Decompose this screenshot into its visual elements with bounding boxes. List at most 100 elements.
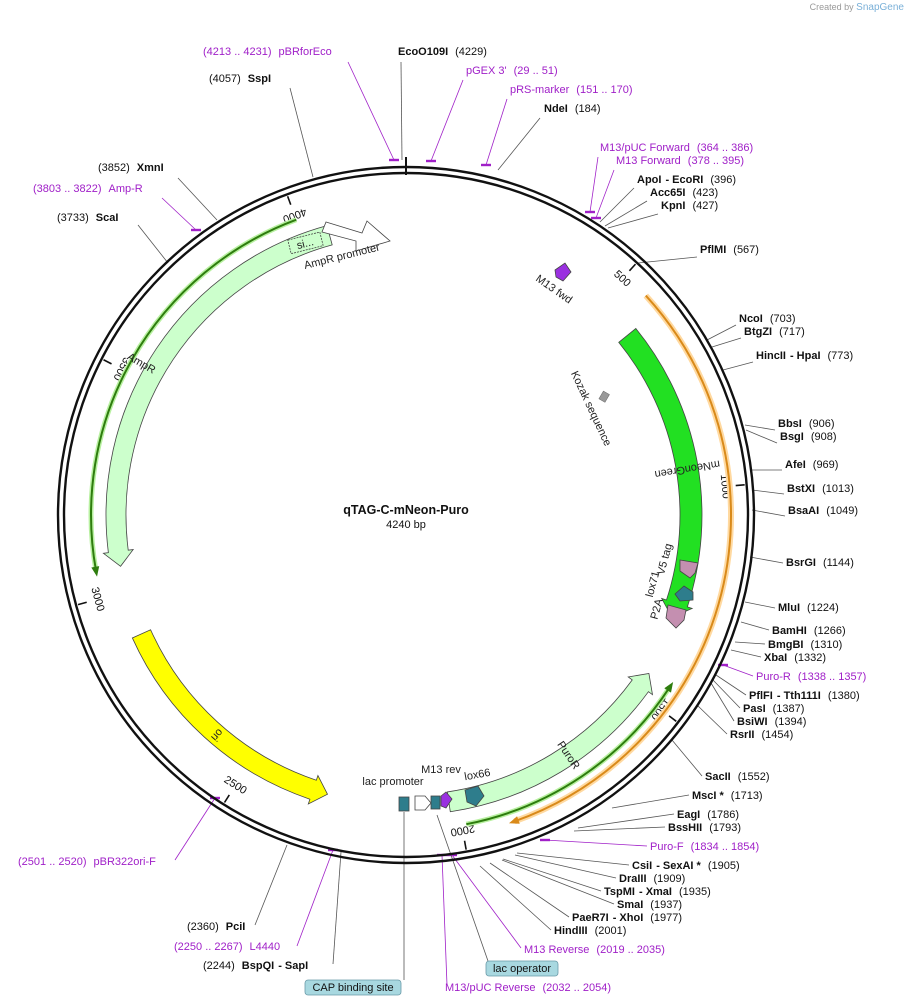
site-label-part: (3803 .. 3822) xyxy=(33,183,102,195)
site-label-part: (4057) xyxy=(209,73,241,85)
snapgene-credit: Created by SnapGene xyxy=(810,2,904,13)
tick-mark xyxy=(668,715,677,722)
site-label-part: BssHII xyxy=(668,822,702,834)
site-label-part: (3733) xyxy=(57,212,89,224)
site-label-L4440: (2250 .. 2267)L4440 xyxy=(174,941,280,953)
site-label-part: (2360) xyxy=(187,921,219,933)
site-label-Puro-F: Puro-F(1834 .. 1854) xyxy=(650,841,759,853)
site-label-NcoI: NcoI(703) xyxy=(739,313,796,325)
site-label-BsrGI: BsrGI(1144) xyxy=(786,557,854,569)
tick-mark xyxy=(628,263,637,272)
site-label-part: - HpaI xyxy=(790,350,821,362)
leader-SspI xyxy=(289,87,314,178)
site-label-part: Puro-F xyxy=(650,841,684,853)
site-label-part: pBRforEco xyxy=(279,46,332,58)
site-label-part: (1937) xyxy=(650,899,682,911)
site-label-part: BamHI xyxy=(772,625,807,637)
site-label-part: NcoI xyxy=(739,313,763,325)
site-label-part: RsrII xyxy=(730,729,754,741)
leader-BsrGI xyxy=(749,556,784,564)
site-label-part: (184) xyxy=(575,103,601,115)
leader-TspMI xyxy=(502,858,602,892)
tick-mark xyxy=(286,195,292,205)
site-label-BamHI: BamHI(1266) xyxy=(772,625,846,637)
tick-label: 2500 xyxy=(222,774,249,797)
site-label-part: (2244) xyxy=(203,960,235,972)
AmpR-promoter-shape xyxy=(321,220,391,252)
site-label-part: (2501 .. 2520) xyxy=(18,856,87,868)
leader-PflMI xyxy=(637,256,698,264)
site-label-part: (1013) xyxy=(822,483,854,495)
V5-tag-shape xyxy=(679,559,699,579)
puro-orf-arrowhead xyxy=(664,682,674,693)
site-label-part: XmnI xyxy=(137,162,164,174)
leader-SmaI xyxy=(501,859,615,905)
site-label-part: (1552) xyxy=(738,771,770,783)
site-label-part: (969) xyxy=(813,459,839,471)
site-label-XmnI: (3852) XmnI xyxy=(98,162,164,174)
site-label-part: (4229) xyxy=(455,46,487,58)
leader-lac-operator xyxy=(436,814,489,962)
site-label-part: (1338 .. 1357) xyxy=(798,671,867,683)
site-label-MscI: MscI *(1713) xyxy=(692,790,763,802)
site-label-part: BmgBI xyxy=(768,639,803,651)
site-label-PflMI: PflMI(567) xyxy=(700,244,759,256)
site-label-part: BstXI xyxy=(787,483,815,495)
leader-BmgBI xyxy=(734,641,766,645)
site-label-part: (906) xyxy=(809,418,835,430)
site-label-Acc65I: Acc65I(423) xyxy=(650,187,718,199)
site-label-part: ApoI xyxy=(637,174,661,186)
site-label-BsiWI: BsiWI(1394) xyxy=(737,716,806,728)
site-label-part: NdeI xyxy=(544,103,568,115)
leader-L4440 xyxy=(296,849,334,947)
site-label-part: (2019 .. 2035) xyxy=(596,944,665,956)
leader-XmnI xyxy=(177,177,218,221)
primer-mark-Puro-F xyxy=(540,838,550,842)
site-label-part: (1905) xyxy=(708,860,740,872)
site-label-part: BsgI xyxy=(780,431,804,443)
site-label-Puro-R: Puro-R(1338 .. 1357) xyxy=(756,671,866,683)
site-label-part: SmaI xyxy=(617,899,643,911)
site-label-part: M13/pUC Forward xyxy=(600,142,690,154)
site-label-part: (3852) xyxy=(98,162,130,174)
site-label-part: BsaAI xyxy=(788,505,819,517)
orange-orf-arrowhead xyxy=(508,816,520,824)
site-label-pRS-marker: pRS-marker(151 .. 170) xyxy=(510,84,633,96)
site-label-part: PasI xyxy=(743,703,766,715)
leader-RsrII xyxy=(696,704,728,735)
site-label-BstXI: BstXI (1013) xyxy=(787,483,854,495)
amp-orf-line xyxy=(90,218,297,571)
leader-lines xyxy=(137,61,786,986)
leader-PaeR7I xyxy=(489,862,570,918)
lac-operator-box xyxy=(485,960,559,977)
leader-EagI xyxy=(577,813,675,829)
leader-M13F xyxy=(595,169,615,219)
site-label-CsiI: CsiI- SexAI *(1905) xyxy=(632,860,740,872)
site-label-part: (378 .. 395) xyxy=(688,155,744,167)
leader-BspQI xyxy=(332,851,342,965)
leader-HincII xyxy=(722,361,754,371)
site-label-pBRforEco: (4213 .. 4231) pBRforEco xyxy=(203,46,332,58)
leader-SacII xyxy=(671,739,703,777)
site-label-part: MscI * xyxy=(692,790,725,802)
site-label-part: (4213 .. 4231) xyxy=(203,46,272,58)
M13-fwd-label: M13 fwd xyxy=(533,273,574,307)
orange-orf-line xyxy=(514,294,733,823)
site-label-part: (2001) xyxy=(595,925,627,937)
site-label-part: Amp-R xyxy=(109,183,143,195)
site-label-KpnI: KpnI(427) xyxy=(661,200,718,212)
site-label-part: (1049) xyxy=(826,505,858,517)
site-label-part: - Tth111I xyxy=(777,690,821,702)
site-label-part: KpnI xyxy=(661,200,685,212)
primer-mark-M13pUCF xyxy=(585,210,595,214)
site-label-part: (567) xyxy=(733,244,759,256)
site-label-BbsI: BbsI(906) xyxy=(778,418,835,430)
site-label-part: (151 .. 170) xyxy=(576,84,632,96)
site-label-part: (1786) xyxy=(707,809,739,821)
cap-site-box xyxy=(304,979,402,996)
site-label-part: (1310) xyxy=(810,639,842,651)
site-label-BssHII: BssHII(1793) xyxy=(668,822,741,834)
site-label-part: (773) xyxy=(828,350,854,362)
site-label-PaeR7I: PaeR7I- XhoI(1977) xyxy=(572,912,682,924)
